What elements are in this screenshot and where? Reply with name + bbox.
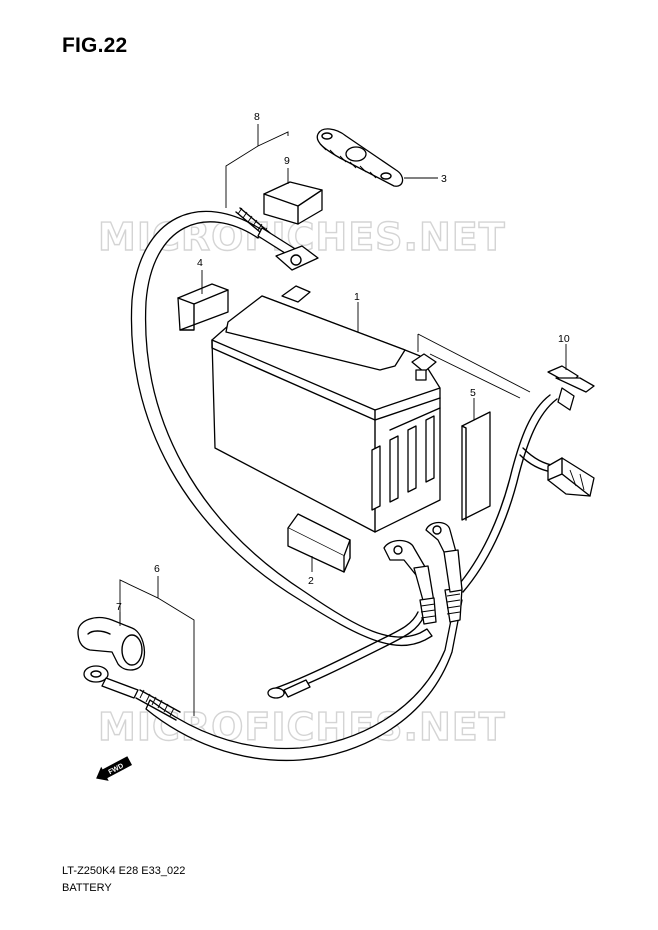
lead-cable: [267, 394, 558, 699]
callout-6: 6: [154, 563, 160, 575]
callout-8: 8: [254, 111, 260, 123]
clamp-10: [547, 365, 595, 411]
callout-10: 10: [558, 333, 570, 345]
callout-numbers: 1 2 3 4 5 6 7 8 9 10: [116, 111, 570, 613]
callout-2: 2: [308, 575, 314, 587]
holder-3: [316, 128, 438, 187]
leader-lines: [119, 124, 567, 716]
battery-lugs: [383, 521, 463, 625]
callout-5: 5: [470, 387, 476, 399]
negative-cable: [83, 587, 463, 762]
callout-7: 7: [116, 601, 122, 613]
callout-3: 3: [441, 173, 447, 185]
pad-5: [461, 411, 491, 521]
battery: [211, 285, 441, 533]
coupler: [547, 457, 595, 497]
callout-4: 4: [197, 257, 203, 269]
positive-cable: [130, 207, 433, 647]
forward-direction-badge: FWD: [96, 756, 133, 781]
footer-section-name: BATTERY: [62, 882, 112, 894]
fwd-label: FWD: [108, 763, 125, 777]
pad-4: [177, 283, 229, 331]
pad-2: [287, 513, 351, 573]
terminal-cover-7: [77, 617, 146, 671]
callout-1: 1: [354, 291, 360, 303]
figure-title: FIG.22: [62, 34, 128, 57]
callout-9: 9: [284, 155, 290, 167]
footer-model-code: LT-Z250K4 E28 E33_022: [62, 865, 186, 877]
terminal-cap-9: [263, 181, 323, 225]
